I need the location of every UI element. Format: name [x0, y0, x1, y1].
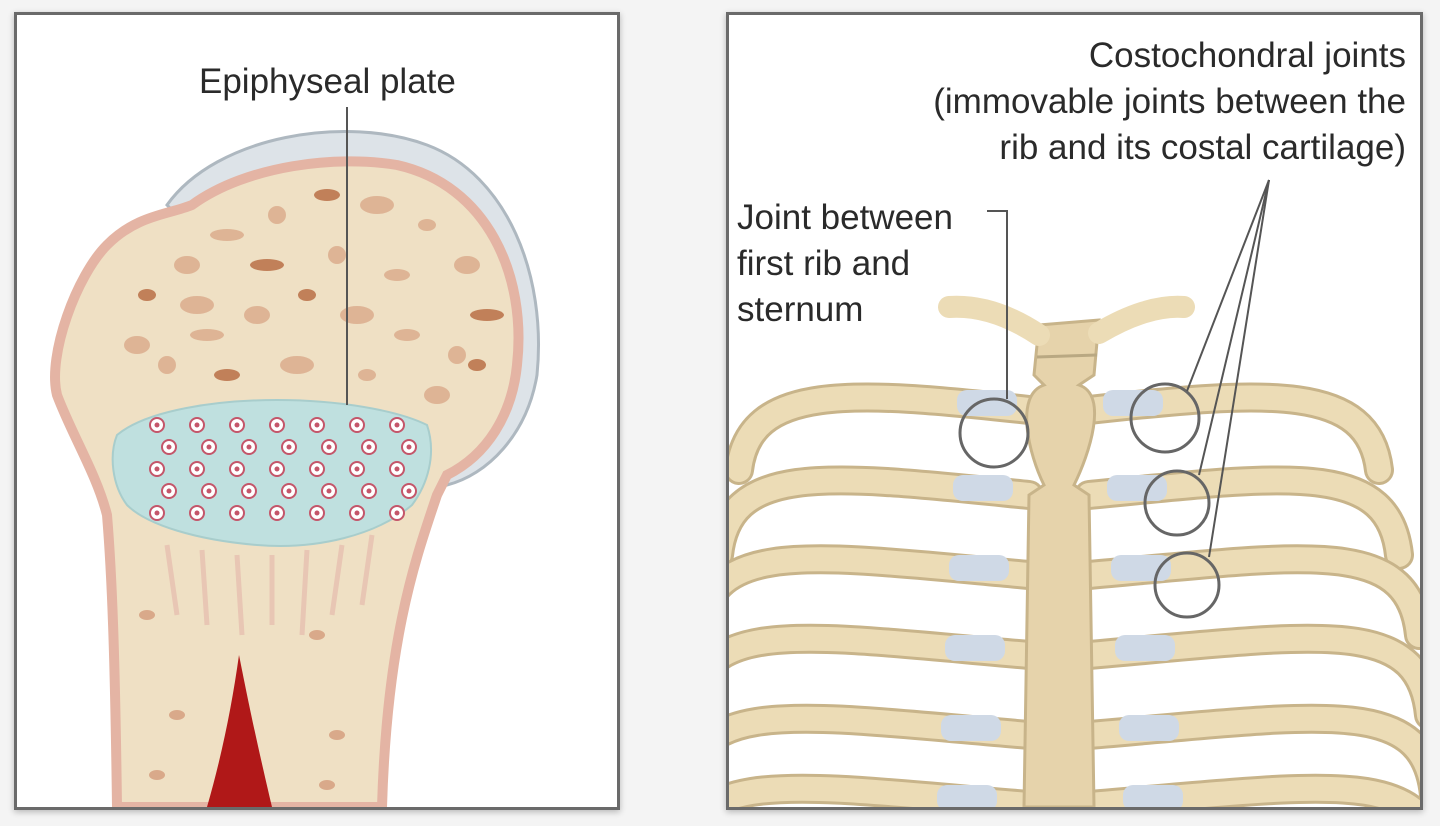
spongy-bone-pores: [124, 189, 504, 790]
sternum: [1022, 318, 1101, 807]
ribcage-illustration: [729, 179, 1420, 807]
costochondral-joint-circle-3: [1153, 551, 1221, 619]
costochondral-line-3: rib and its costal cartilage): [999, 128, 1406, 167]
first-rib-joint-label: Joint between first rib and sternum: [737, 195, 953, 333]
costochondral-line-2: (immovable joints between the: [933, 82, 1406, 121]
joint-highlight-circles: [958, 382, 1221, 619]
epiphyseal-plate-label: Epiphyseal plate: [199, 62, 456, 101]
medullary-cavity: [207, 655, 272, 807]
bone-panel: Epiphyseal plate: [14, 12, 620, 810]
trabeculae: [164, 534, 375, 636]
ribcage-panel: Costochondral joints (immovable joints b…: [726, 12, 1423, 810]
long-bone-illustration: [50, 107, 540, 807]
joint-line-2: first rib and: [737, 244, 911, 283]
chondrocyte-cells: [149, 417, 417, 521]
costochondral-joint-circle-2: [1143, 469, 1211, 537]
joint-line-3: sternum: [737, 290, 864, 329]
joint-line-1: Joint between: [737, 198, 953, 237]
costochondral-joint-circle-1: [1129, 382, 1201, 454]
costochondral-line-1: Costochondral joints: [1088, 36, 1406, 75]
leader-lines: [987, 179, 1270, 558]
sternocostal-joint-circle: [958, 397, 1030, 469]
costochondral-label: Costochondral joints (immovable joints b…: [933, 33, 1406, 171]
